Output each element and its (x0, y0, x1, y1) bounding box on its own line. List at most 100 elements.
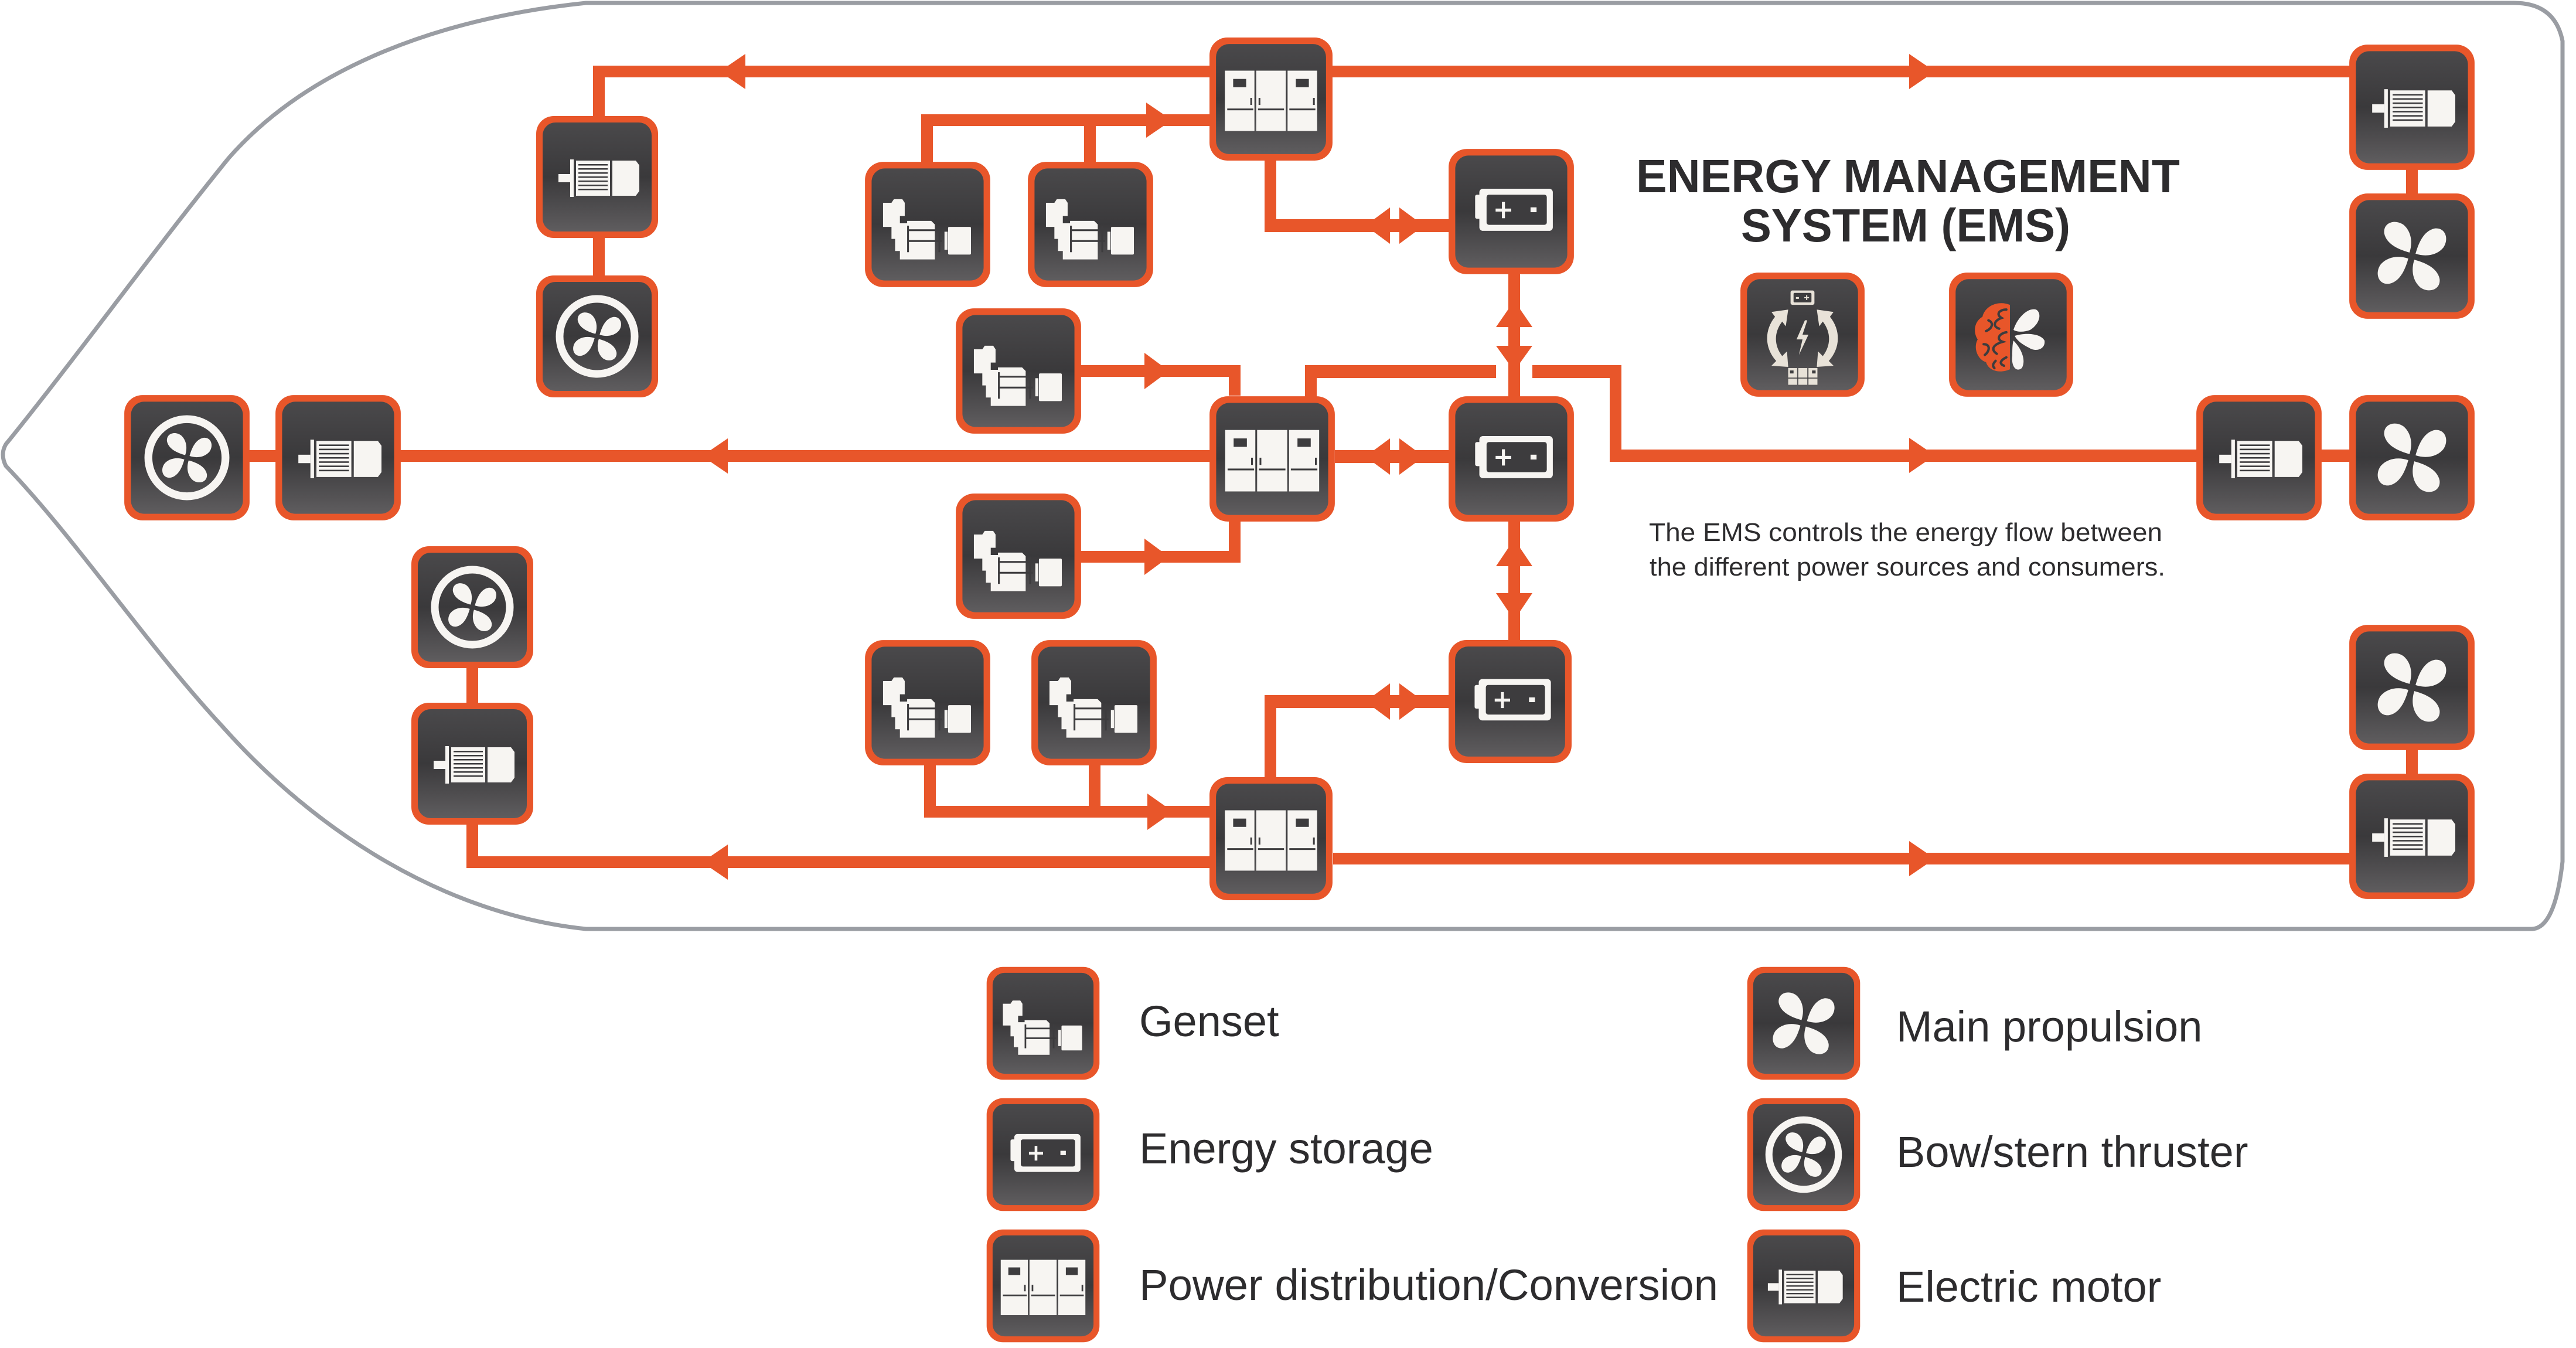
motor-bow-lower[interactable] (411, 703, 533, 825)
motor-stern-upper[interactable] (2349, 45, 2475, 170)
genset-c[interactable] (956, 308, 1081, 434)
propeller-stern-upper[interactable] (2349, 193, 2475, 319)
flow-arrow (1909, 54, 1935, 89)
thruster-bow-upper[interactable] (536, 275, 658, 397)
switchboard-top[interactable] (1209, 38, 1333, 161)
wire-bow-lower-link (466, 667, 478, 704)
wire-stern-lower-link (2406, 748, 2418, 775)
bidirectional-arrow (1496, 301, 1532, 327)
electric-motor-icon (1767, 1269, 1843, 1305)
battery-top[interactable] (1449, 149, 1574, 274)
wire-top-left (593, 66, 1214, 77)
switchboard-icon (1225, 810, 1317, 871)
flow-arrow (702, 438, 728, 474)
genset-a[interactable] (865, 162, 990, 287)
switchboard-icon (1225, 430, 1320, 492)
battery-mid[interactable] (1449, 396, 1574, 522)
flow-arrow (702, 845, 728, 880)
electric-motor-icon (2219, 440, 2302, 478)
wire-dist-mid-battery (1335, 450, 1450, 463)
hull-outline (1, 1, 2565, 931)
wire-mid-left (398, 450, 1210, 462)
flow-arrow (720, 54, 745, 89)
wire-dist-top-drop (1265, 157, 1276, 231)
ems-title-line1: ENERGY MANAGEMENT (1636, 150, 2180, 202)
genset-d[interactable] (956, 493, 1081, 619)
battery-icon (1010, 1133, 1081, 1172)
flow-arrow (1146, 103, 1172, 138)
wire-genset-ab (921, 114, 1214, 126)
wire-crossbar-left (1305, 365, 1496, 378)
legend-item-energy-storage: Energy storage (986, 1098, 1433, 1211)
bidirectional-arrow (1365, 683, 1390, 720)
legend-item-thruster: Bow/stern thruster (1747, 1098, 2248, 1211)
wire-dist-bottom-rise (1265, 695, 1276, 778)
wire-battery-vertical-top (1508, 272, 1520, 397)
bidirectional-arrow (1365, 207, 1390, 244)
genset-e[interactable] (865, 640, 990, 765)
motor-bow-center[interactable] (275, 395, 401, 520)
battery-bottom[interactable] (1449, 640, 1572, 763)
battery-icon (1475, 188, 1553, 231)
wire-genset-d-rise (1229, 520, 1241, 563)
battery-icon (1475, 435, 1553, 478)
motor-stern-lower[interactable] (2349, 774, 2475, 899)
wire-crossbar-right (1532, 365, 1621, 378)
motor-stern-center[interactable] (2196, 395, 2322, 520)
switchboard-bottom[interactable] (1209, 777, 1333, 900)
switchboard-icon (1000, 1260, 1086, 1315)
wire-stern-upper-link (2406, 167, 2418, 195)
propeller-stern-center[interactable] (2349, 395, 2475, 520)
propeller-stern-lower[interactable] (2349, 625, 2475, 750)
bidirectional-arrow (1399, 438, 1424, 475)
genset-f[interactable] (1031, 640, 1157, 765)
legend-label: Power distribution/Conversion (1139, 1261, 1718, 1309)
wire-genset-a-rise (921, 114, 933, 162)
wire-mid-right (1610, 450, 2198, 462)
legend-label: Main propulsion (1896, 1002, 2202, 1051)
thruster-bow-center[interactable] (124, 395, 250, 520)
genset-b[interactable] (1028, 162, 1153, 287)
electric-motor-icon (558, 159, 639, 197)
legend: Genset Energy storage Power distribution… (986, 966, 2248, 1343)
legend-item-electric-motor: Electric motor (1747, 1229, 2161, 1343)
switchboard-mid[interactable] (1209, 396, 1335, 522)
wire-top-right (1326, 66, 2357, 77)
bidirectional-arrow (1365, 438, 1390, 475)
battery-icon (1474, 679, 1551, 721)
wire-bottom-right (1333, 853, 2350, 864)
wire-genset-c-drop (1229, 365, 1241, 396)
ems-energy-flow[interactable] (1740, 273, 1865, 397)
legend-label: Electric motor (1896, 1262, 2161, 1311)
legend-item-power-distribution: Power distribution/Conversion (986, 1229, 1718, 1343)
electric-motor-icon (2372, 89, 2455, 128)
wire-crossbar-left-drop (1305, 365, 1317, 397)
motor-bow-upper[interactable] (536, 116, 658, 238)
thruster-bow-lower[interactable] (411, 546, 533, 668)
wire-genset-ef (924, 806, 1212, 818)
bidirectional-arrow (1399, 683, 1424, 720)
wire-genset-f-drop (1089, 762, 1100, 812)
wire-crossbar-right-drop (1610, 365, 1621, 462)
wire-bottom-left-rise (466, 823, 478, 868)
ems-description-line1: The EMS controls the energy flow between (1649, 518, 2162, 547)
flow-arrow (1909, 438, 1935, 473)
ems-intelligence[interactable] (1949, 273, 2073, 397)
flow-arrow (1144, 353, 1169, 389)
switchboard-icon (1225, 70, 1317, 131)
wire-genset-b-rise (1084, 114, 1096, 162)
power-lines (246, 54, 2418, 880)
legend-label: Genset (1139, 997, 1279, 1046)
wire-stern-center-link (2318, 450, 2350, 462)
wire-bow-center-link (246, 450, 277, 462)
flow-arrow (1909, 841, 1935, 876)
wire-top-left-drop (593, 66, 605, 118)
ems-description-line2: the different power sources and consumer… (1650, 553, 2165, 581)
electric-motor-icon (298, 440, 381, 478)
bidirectional-arrow (1496, 539, 1532, 566)
wire-genset-e-drop (924, 762, 936, 818)
flow-arrow (1144, 539, 1169, 575)
electric-motor-icon (434, 746, 514, 784)
wire-battery-vertical-bottom (1508, 518, 1520, 641)
